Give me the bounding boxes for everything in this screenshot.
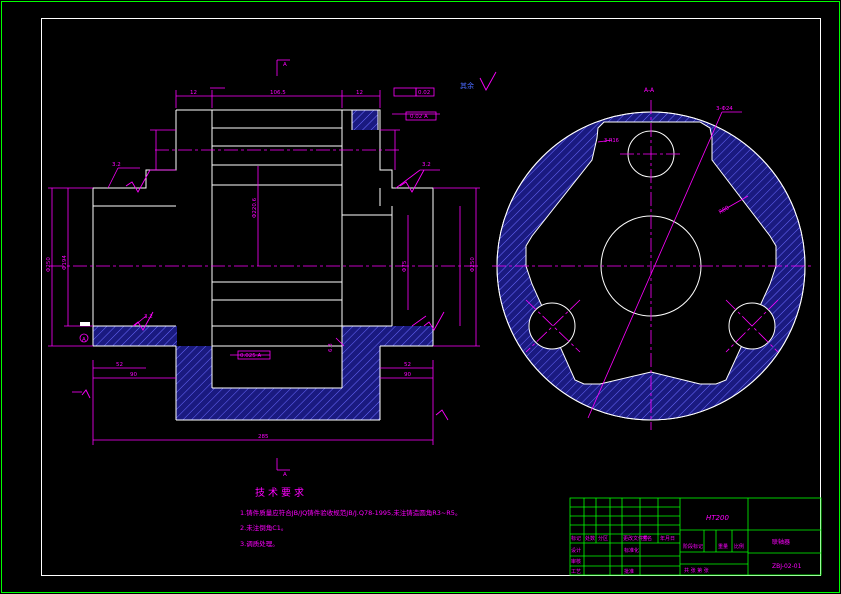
dim-right-outer: Φ250 bbox=[470, 257, 476, 272]
dim-center-height: Φ220.6 bbox=[252, 197, 258, 218]
tb-role-process: 工艺 bbox=[571, 569, 581, 575]
tech-req-item-2: 2.未注倒角C1。 bbox=[240, 523, 287, 532]
hole-label: 3-Φ24 bbox=[716, 106, 733, 112]
dim-overall-length: 285 bbox=[258, 434, 269, 440]
tb-weight: 重量 bbox=[718, 543, 728, 550]
datum-label: A bbox=[82, 337, 86, 343]
tb-scale: 比例 bbox=[734, 543, 744, 550]
tb-row-date: 年月日 bbox=[660, 535, 675, 542]
tech-req-item-1: 1.铸件质量应符合JB/JQ铸件验收规范JB/J.Q78-1995,未注铸造圆角… bbox=[240, 508, 461, 517]
dim-keyway-box: 0.02 A bbox=[410, 114, 428, 120]
tb-part-name: 联轴器 bbox=[772, 538, 790, 546]
hatch-center bbox=[176, 346, 212, 420]
roughness-right: 3.2 bbox=[422, 162, 431, 168]
tech-req-title: 技术要求 bbox=[255, 486, 307, 499]
dim-left-inner: Φ194 bbox=[62, 255, 68, 270]
tb-material: HT200 bbox=[706, 514, 729, 522]
roughness-left: 3.2 bbox=[112, 162, 121, 168]
dim-top-right: 12 bbox=[356, 90, 363, 96]
tb-sheet: 共 张 第 张 bbox=[684, 567, 709, 574]
tech-req-item-3: 3.调质处理。 bbox=[240, 539, 279, 548]
radius-label: R80 bbox=[718, 205, 731, 216]
hatch-keyway bbox=[352, 110, 378, 130]
hatch-center-base bbox=[212, 388, 343, 420]
hatch-left-band bbox=[93, 326, 177, 346]
dim-bottom-left-2: 90 bbox=[130, 372, 137, 378]
dim-right-inner: Φ75 bbox=[402, 260, 408, 272]
dim-bottom-right-2: 90 bbox=[404, 372, 411, 378]
tb-standard: 标准化 bbox=[624, 547, 639, 554]
tb-row-count: 处数 bbox=[585, 535, 595, 542]
section-view-label: A-A bbox=[644, 87, 655, 94]
tb-row-zone: 分区 bbox=[598, 535, 608, 542]
section-marker-bottom: A bbox=[283, 472, 287, 478]
roughness-other: 其余 bbox=[460, 81, 474, 90]
tb-drawing-no: ZBJ-02-01 bbox=[772, 563, 802, 570]
tb-row-file: 更改文件号 bbox=[623, 535, 648, 542]
tb-row-mark: 标记 bbox=[571, 535, 581, 542]
section-marker-top: A bbox=[283, 62, 287, 68]
hatch-right-block bbox=[343, 346, 380, 420]
tb-approve: 批准 bbox=[624, 568, 634, 575]
tb-role-design: 设计 bbox=[571, 547, 581, 554]
left-section-view bbox=[48, 59, 497, 471]
hatch-right-band bbox=[380, 326, 433, 346]
technical-requirements: 技术要求 1.铸件质量应符合JB/JQ铸件验收规范JB/J.Q78-1995,未… bbox=[240, 486, 461, 548]
tb-stage: 阶段标记 bbox=[683, 543, 703, 550]
right-section-view: A-A 3-Φ24 R80 3-R16 bbox=[492, 87, 814, 430]
roughness-bottom: 6.3 bbox=[328, 343, 334, 352]
small-radius-label: 3-R16 bbox=[604, 138, 619, 144]
tb-row-sign: 签名 bbox=[642, 535, 652, 542]
dim-tolerance-box: 0.02 bbox=[418, 90, 430, 96]
dim-left-height: Φ250 bbox=[46, 257, 52, 272]
dim-top-left: 12 bbox=[190, 90, 197, 96]
inner-border bbox=[41, 18, 821, 576]
roughness-mid: 3.2 bbox=[144, 314, 153, 320]
dim-bottom-left-1: 52 bbox=[116, 362, 123, 368]
dim-top-width: 106.5 bbox=[270, 90, 286, 96]
title-block: HT200 联轴器 ZBJ-02-01 标记 处数 分区 更改文件号 签名 年月… bbox=[569, 497, 822, 576]
tb-role-review: 审核 bbox=[571, 558, 581, 565]
dim-bottom-box: 0.025 A bbox=[240, 353, 261, 359]
dim-bottom-right-1: 52 bbox=[404, 362, 411, 368]
